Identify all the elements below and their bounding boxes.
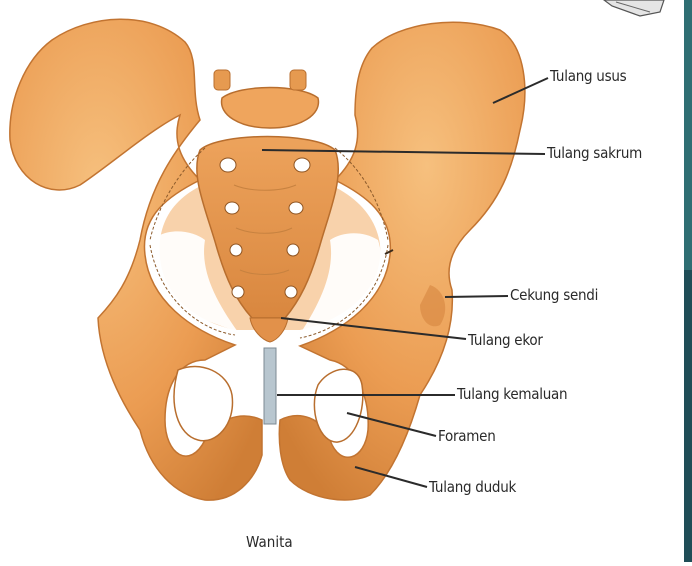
pencil-icon — [604, 0, 664, 16]
label-acetabulum: Cekung sendi — [510, 286, 598, 304]
label-sacrum: Tulang sakrum — [547, 144, 642, 162]
label-foramen: Foramen — [438, 427, 496, 445]
label-pubis: Tulang kemaluan — [457, 385, 567, 403]
right-obturator-foramen — [314, 369, 362, 442]
left-obturator-foramen — [174, 366, 232, 440]
coccyx — [250, 318, 288, 342]
lumbar-vertebra — [222, 88, 319, 129]
label-ilium: Tulang usus — [550, 67, 626, 85]
pubic-symphysis — [264, 348, 276, 424]
label-coccyx: Tulang ekor — [468, 331, 543, 349]
diagram-caption: Wanita — [246, 533, 293, 551]
edge-strip-top — [684, 0, 692, 270]
label-ischium: Tulang duduk — [429, 478, 516, 496]
